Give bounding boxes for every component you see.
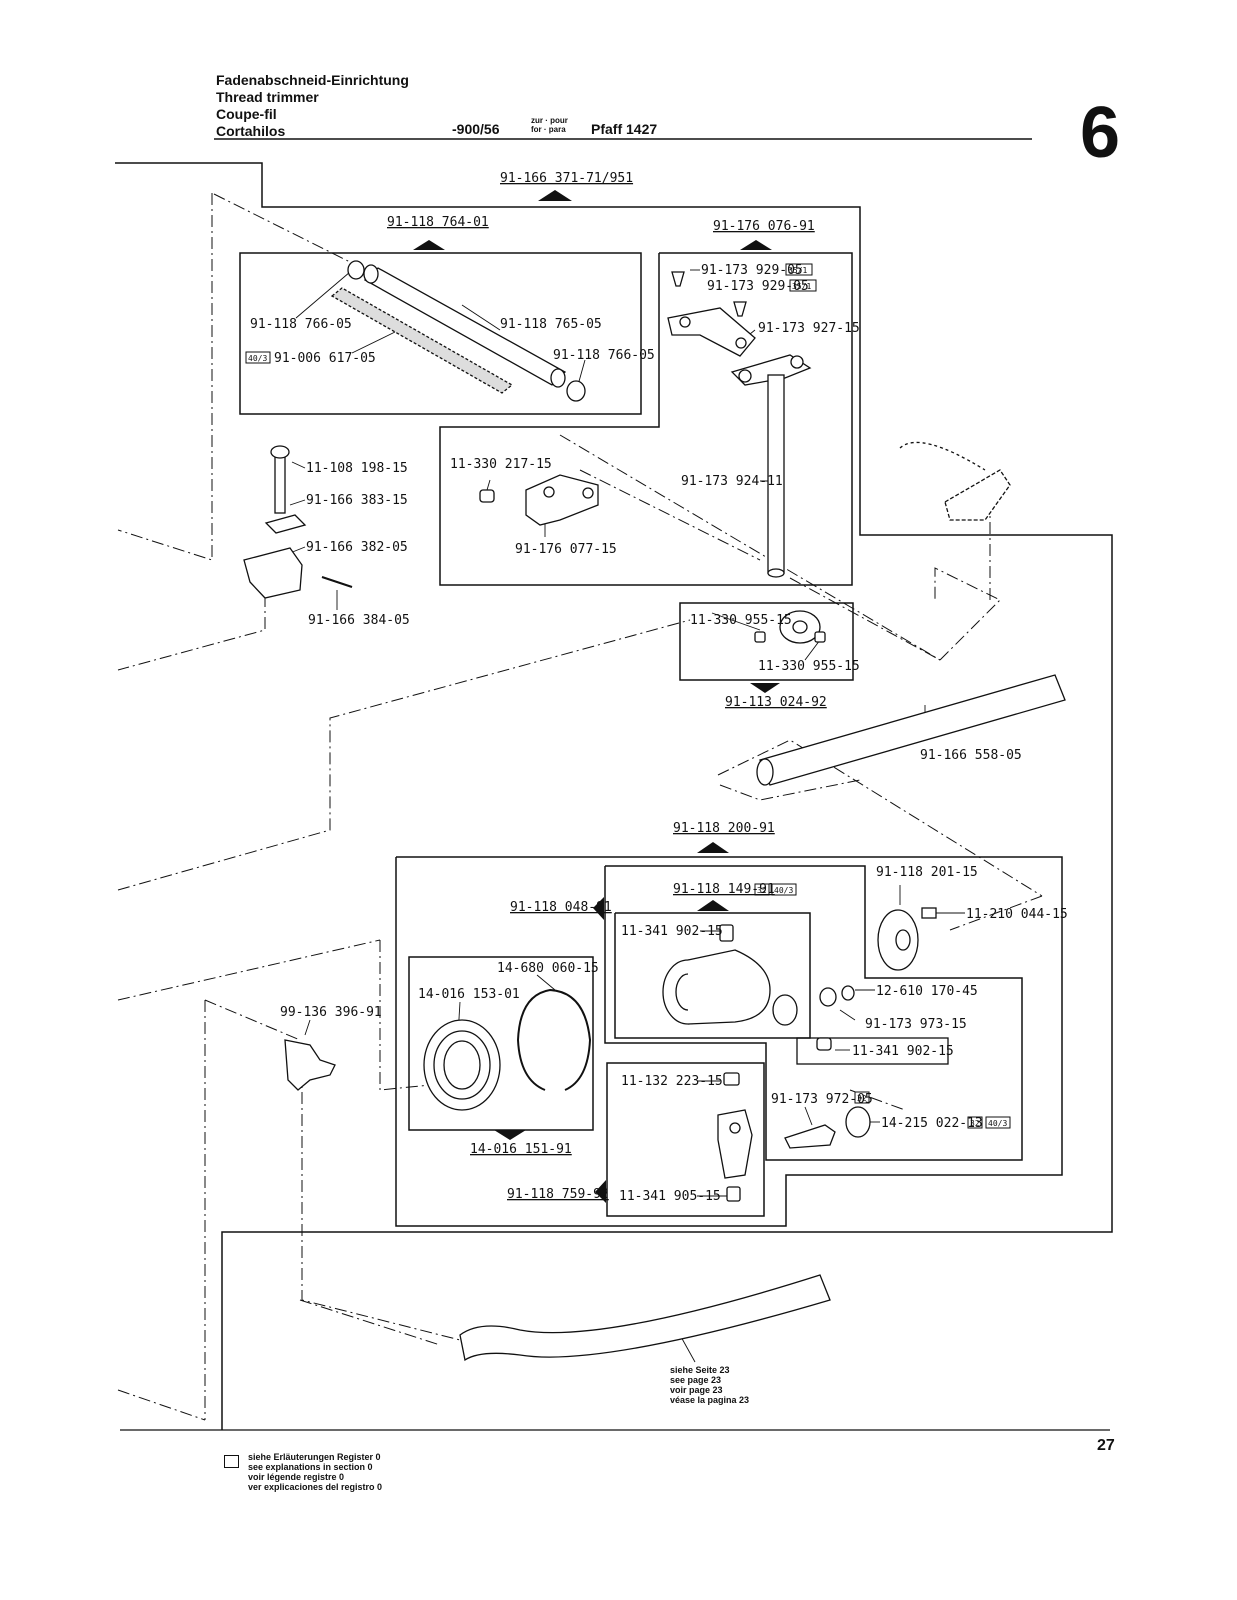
clamp-box <box>606 1062 765 1217</box>
part-label: 14-016 153-01 <box>418 987 520 1002</box>
assembly-lever-label: 91-176 076-91 <box>713 219 815 234</box>
tube-box <box>239 252 642 415</box>
assembly-collar-label: 91-113 024-92 <box>725 695 827 710</box>
tag-35-1-a: 35/1 <box>788 266 807 275</box>
part-label: 12-610 170-45 <box>876 984 978 999</box>
marker-mid <box>697 842 729 853</box>
part-label: 91-166 384-05 <box>308 613 410 628</box>
part-label: 11-330 955-15 <box>758 659 860 674</box>
assembly-mid-label: 91-118 200-91 <box>673 821 775 836</box>
marker-clamp <box>595 1180 606 1203</box>
part-label: 91-166 383-15 <box>306 493 408 508</box>
part-label: 91-118 766-05 <box>250 317 352 332</box>
title-german: Fadenabschneid-Einrichtung <box>216 72 409 88</box>
legend-de: siehe Erläuterungen Register 0 <box>248 1452 381 1462</box>
collar-box <box>679 602 854 681</box>
part-label: 99-136 396-91 <box>280 1005 382 1020</box>
housing-box <box>604 865 1023 1161</box>
model-code: -900/56 <box>452 121 500 137</box>
tag-35-1-b: 35/1 <box>792 282 811 291</box>
part-label: 14-215 022-13 <box>881 1116 983 1131</box>
main-assembly-outline <box>115 162 1113 1430</box>
tag-40-3-c: 40/3 <box>988 1119 1007 1128</box>
marker-bearing <box>494 1130 526 1140</box>
see-page-es: véase la pagina 23 <box>670 1395 750 1405</box>
part-label: 91-166 382-05 <box>306 540 408 555</box>
legend-en: see explanations in section 0 <box>248 1462 373 1472</box>
part-label: 91-118 201-15 <box>876 865 978 880</box>
part-label: 91-118 765-05 <box>500 317 602 332</box>
part-label: 91-118 766-05 <box>553 348 655 363</box>
tag-40-3-a: 40/3 <box>248 354 267 363</box>
part-label: 11-210 044-15 <box>966 907 1068 922</box>
part-label: 91-173 972-05 <box>771 1092 873 1107</box>
part-drawings <box>243 260 1066 1362</box>
title-english: Thread trimmer <box>216 89 319 105</box>
title-spanish: Cortahilos <box>216 123 286 139</box>
see-page-fr: voir page 23 <box>670 1385 723 1395</box>
part-label: 11-132 223-15 <box>621 1074 723 1089</box>
for-label-bottom: for · para <box>531 125 566 134</box>
part-label: 14-680 060-15 <box>497 961 599 976</box>
screw-label-box <box>796 1037 949 1065</box>
machine-name: Pfaff 1427 <box>591 121 658 137</box>
tag-40-3-b: 40/3 <box>774 886 793 895</box>
see-page-en: see page 23 <box>670 1375 722 1385</box>
for-label-top: zur · pour <box>531 116 568 125</box>
part-label: 11-341 905-15 <box>619 1189 721 1204</box>
part-label: 91-166 558-05 <box>920 748 1022 763</box>
mid-assembly-box <box>395 856 1063 1227</box>
section-number: 6 <box>1080 93 1121 173</box>
legend-fr: voir légende registre 0 <box>248 1472 345 1482</box>
page-number: 27 <box>1097 1437 1115 1454</box>
part-label: 11-341 902-15 <box>621 924 723 939</box>
assembly-clamp-label: 91-118 759-92 <box>507 1187 609 1202</box>
marker-collar <box>750 683 780 693</box>
legend-box-icon <box>224 1455 239 1468</box>
assembly-top-label: 91-166 371-71/951 <box>500 171 633 186</box>
part-label: 91-173 973-15 <box>865 1017 967 1032</box>
part-label: 91-173 929-05 <box>707 279 809 294</box>
part-label: 91-176 077-15 <box>515 542 617 557</box>
marker-top <box>538 190 572 201</box>
tag-32-c: 32 <box>970 1119 980 1128</box>
part-label: 11-108 198-15 <box>306 461 408 476</box>
part-label: 11-330 955-15 <box>690 613 792 628</box>
assembly-bearing-group-label: 91-118 048-91 <box>510 900 612 915</box>
legend-es: ver explicaciones del registro 0 <box>248 1482 383 1492</box>
marker-lever <box>740 240 772 250</box>
tag-32-a: 32 <box>757 886 767 895</box>
marker-housing <box>697 900 729 911</box>
part-label: 91-173 924-11 <box>681 474 783 489</box>
assembly-bearing-label: 14-016 151-91 <box>470 1142 572 1157</box>
part-label: 91-006 617-05 <box>274 351 376 366</box>
assembly-housing-label: 91-118 149-91 <box>673 882 775 897</box>
title-french: Coupe-fil <box>216 106 277 122</box>
marker-bearing-group <box>593 897 604 920</box>
part-label: 91-173 927-15 <box>758 321 860 336</box>
lever-box <box>439 252 853 586</box>
marker-tube <box>413 240 445 250</box>
part-label: 11-341 902-15 <box>852 1044 954 1059</box>
see-page-de: siehe Seite 23 <box>670 1365 730 1375</box>
tag-32-b: 32 <box>857 1094 867 1103</box>
part-label: 11-330 217-15 <box>450 457 552 472</box>
part-label: 91-173 929-05 <box>701 263 803 278</box>
assembly-tube-label: 91-118 764-01 <box>387 215 489 230</box>
